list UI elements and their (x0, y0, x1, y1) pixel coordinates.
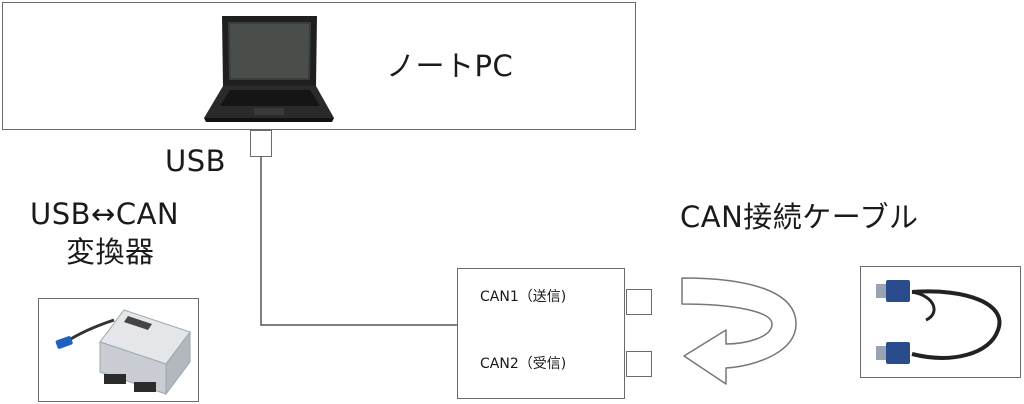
converter-label-line2: 変換器 (66, 235, 155, 269)
pc-label: ノートPC (386, 49, 514, 83)
can1-port (626, 289, 652, 315)
can2-label: CAN2（受信) (480, 356, 567, 372)
can-interface-box (457, 268, 625, 399)
usb-port (250, 130, 272, 157)
usb-can-converter-icon (55, 309, 191, 396)
can1-label: CAN1（送信) (480, 289, 567, 305)
can2-port (626, 351, 652, 377)
converter-label-line1: USB↔CAN (30, 197, 180, 231)
usb-label: USB (165, 144, 227, 178)
laptop-icon (204, 16, 334, 122)
can-cable-icon (876, 280, 1002, 364)
loop-arrow-icon (681, 277, 797, 385)
cable-label: CAN接続ケーブル (680, 200, 919, 234)
